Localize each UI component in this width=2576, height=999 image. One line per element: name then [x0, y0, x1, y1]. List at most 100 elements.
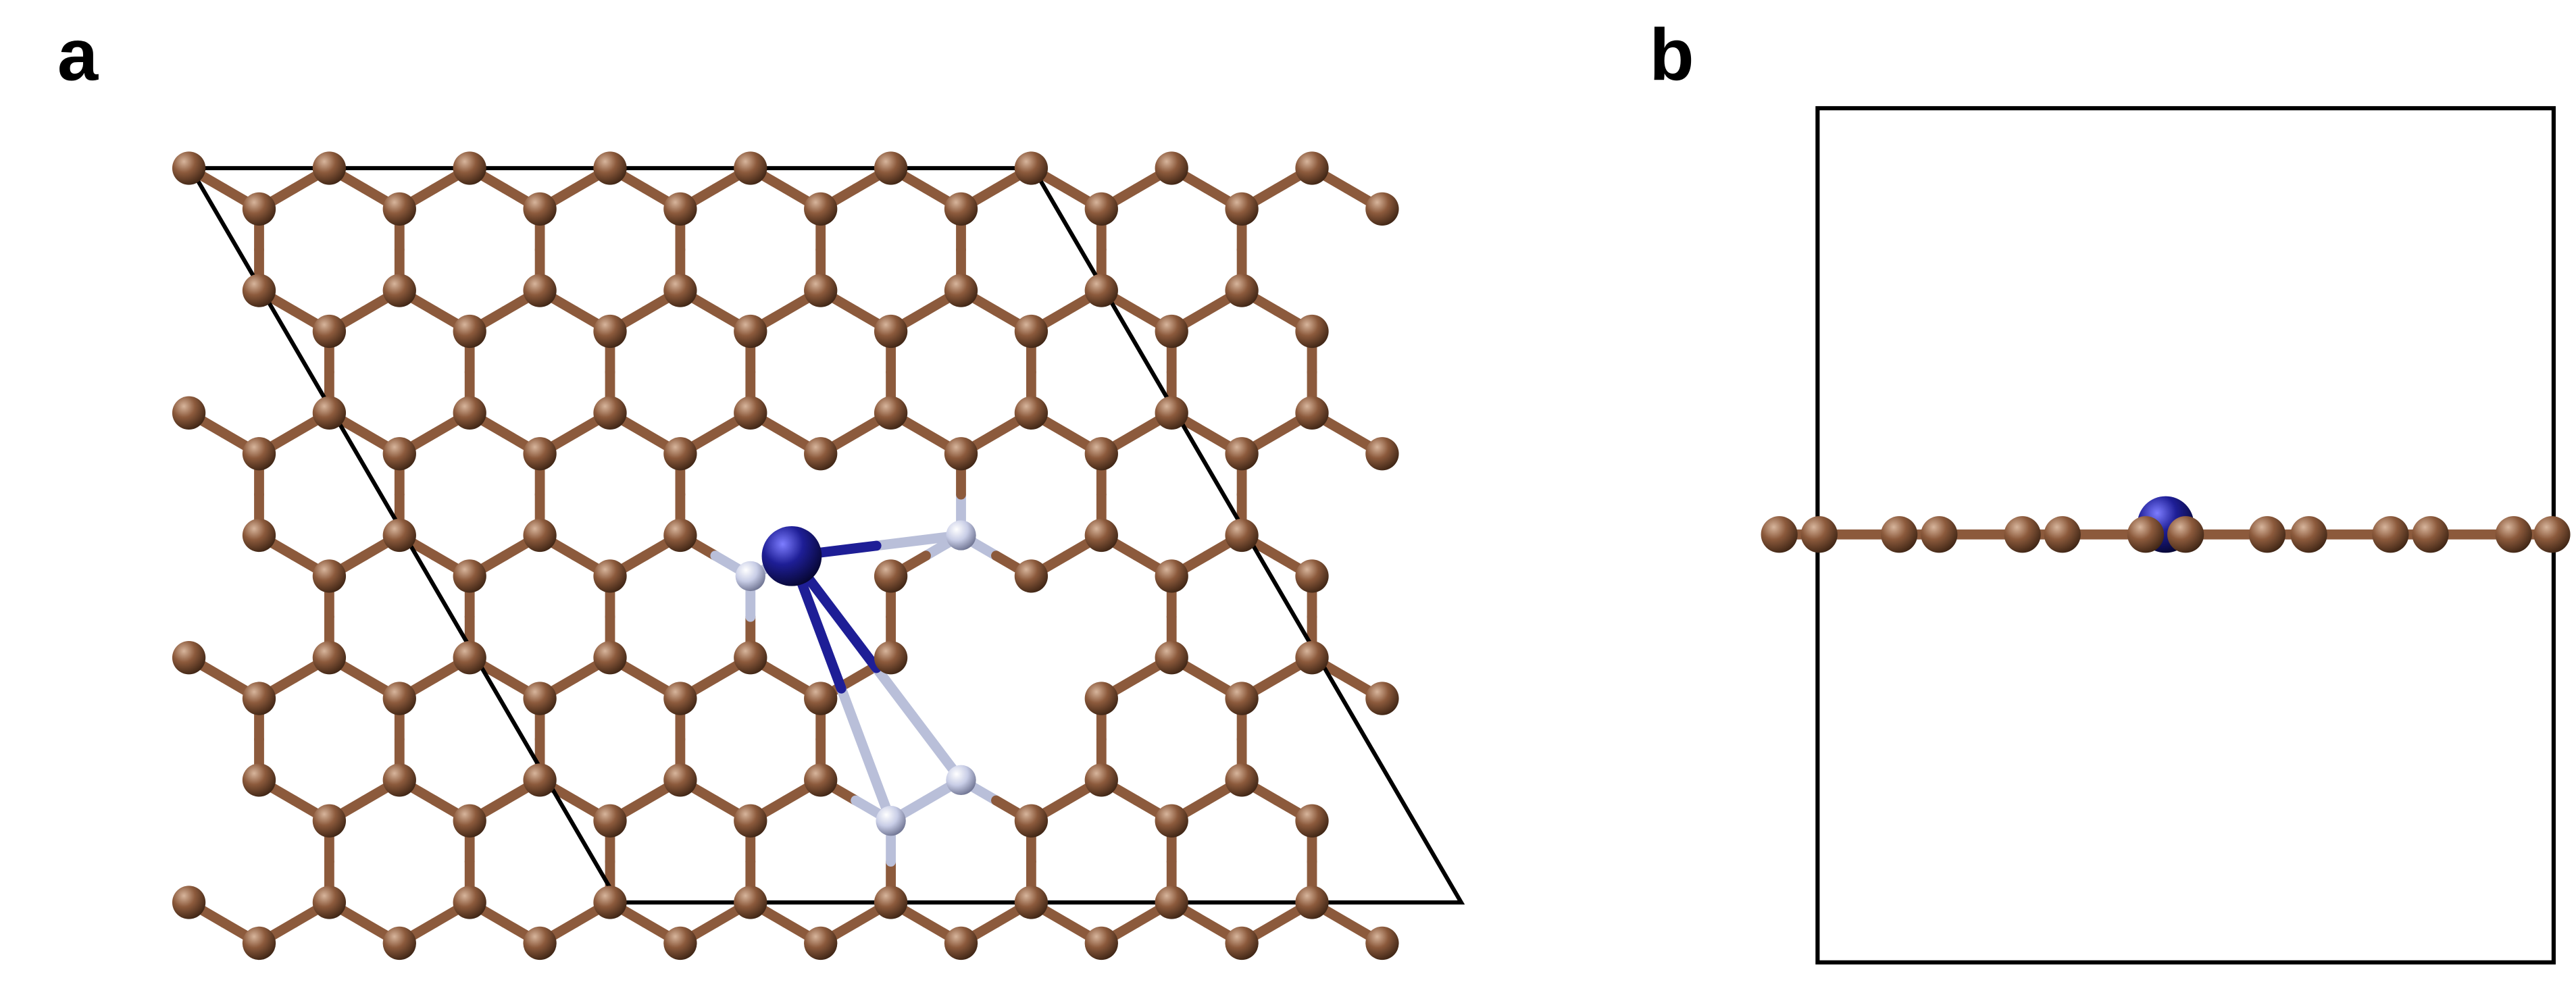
carbon-atom: [1365, 926, 1399, 960]
carbon-atom: [2290, 516, 2327, 553]
carbon-atom: [804, 682, 838, 715]
carbon-atom: [593, 559, 627, 593]
carbon-atom: [1155, 886, 1188, 919]
carbon-atom: [382, 763, 416, 797]
carbon-atom: [1761, 516, 1798, 553]
carbon-atom: [663, 437, 697, 471]
atoms-side-view: [1761, 496, 2571, 553]
carbon-atom: [1295, 559, 1329, 593]
carbon-atom: [2127, 516, 2165, 553]
carbon-atom: [382, 682, 416, 715]
carbon-atom: [523, 192, 557, 226]
carbon-atom: [1881, 516, 1918, 553]
carbon-atom: [382, 518, 416, 553]
carbon-atom: [734, 151, 767, 185]
carbon-atom: [1225, 274, 1259, 307]
carbon-atom: [2495, 516, 2532, 553]
carbon-atom: [1295, 886, 1329, 919]
carbon-atom: [1921, 516, 1958, 553]
carbon-atom: [2412, 516, 2449, 553]
carbon-atom: [1225, 926, 1259, 960]
atoms-top-view: [172, 151, 1399, 960]
carbon-atom: [1155, 151, 1188, 185]
carbon-atom: [312, 804, 347, 838]
carbon-atom: [242, 192, 276, 226]
carbon-atom: [312, 886, 347, 919]
carbon-atom: [242, 926, 276, 960]
carbon-atom: [593, 886, 627, 919]
panel-a-top-view: [172, 151, 1465, 960]
nitrogen-atom: [876, 806, 906, 836]
panel-label-b: b: [1649, 14, 1694, 95]
carbon-atom: [593, 396, 627, 430]
carbon-atom: [242, 274, 276, 307]
carbon-atom: [593, 151, 627, 185]
carbon-atom: [944, 192, 978, 226]
carbon-atom: [874, 641, 908, 675]
carbon-atom: [663, 682, 697, 715]
carbon-atom: [1365, 437, 1399, 471]
carbon-atom: [944, 437, 978, 471]
carbon-atom: [2248, 516, 2286, 553]
nitrogen-atom: [946, 765, 976, 796]
carbon-atom: [523, 437, 557, 471]
carbon-atom: [804, 192, 838, 226]
carbon-atom: [663, 926, 697, 960]
carbon-atom: [804, 437, 838, 471]
carbon-atom: [874, 151, 908, 185]
carbon-atom: [172, 151, 206, 185]
carbon-atom: [453, 151, 486, 185]
carbon-atom: [1295, 396, 1329, 430]
carbon-atom: [1155, 804, 1188, 838]
carbon-atom: [1365, 682, 1399, 715]
carbon-atom: [523, 518, 557, 553]
carbon-atom: [523, 763, 557, 797]
carbon-atom: [874, 559, 908, 593]
carbon-atom: [453, 396, 486, 430]
carbon-atom: [1014, 314, 1049, 349]
carbon-atom: [2044, 516, 2081, 553]
carbon-atom: [1014, 396, 1049, 430]
carbon-atom: [523, 682, 557, 715]
nitrogen-atom: [735, 561, 765, 592]
carbon-atom: [1084, 926, 1118, 960]
carbon-atom: [382, 192, 416, 226]
carbon-atom: [944, 926, 978, 960]
carbon-atom: [2372, 516, 2409, 553]
carbon-atom: [2167, 516, 2204, 553]
carbon-atom: [172, 641, 206, 675]
panel-b-side-view: [1761, 106, 2571, 965]
carbon-atom: [1155, 559, 1188, 593]
carbon-atom: [1155, 396, 1188, 430]
panel-label-a: a: [57, 14, 99, 95]
carbon-atom: [663, 274, 697, 307]
carbon-atom: [593, 314, 627, 349]
carbon-atom: [312, 396, 347, 430]
carbon-atom: [382, 437, 416, 471]
carbon-atom: [453, 886, 486, 919]
carbon-atom: [663, 518, 697, 553]
carbon-atom: [242, 437, 276, 471]
carbon-atom: [453, 314, 486, 349]
carbon-atom: [1295, 641, 1329, 675]
carbon-atom: [1800, 516, 1838, 553]
carbon-atom: [734, 641, 767, 675]
carbon-atom: [1225, 518, 1259, 553]
carbon-atom: [1014, 804, 1049, 838]
carbon-atom: [1295, 804, 1329, 838]
carbon-atom: [804, 926, 838, 960]
carbon-atom: [453, 559, 486, 593]
carbon-atom: [2004, 516, 2041, 553]
carbon-atom: [523, 274, 557, 307]
carbon-atom: [734, 886, 767, 919]
carbon-atom: [1084, 274, 1118, 307]
carbon-atom: [944, 274, 978, 307]
carbon-atom: [1014, 151, 1049, 185]
carbon-atom: [874, 886, 908, 919]
carbon-atom: [172, 886, 206, 919]
carbon-atom: [734, 396, 767, 430]
carbon-atom: [1155, 314, 1188, 349]
carbon-atom: [1295, 314, 1329, 349]
carbon-atom: [312, 314, 347, 349]
carbon-atom: [734, 314, 767, 349]
